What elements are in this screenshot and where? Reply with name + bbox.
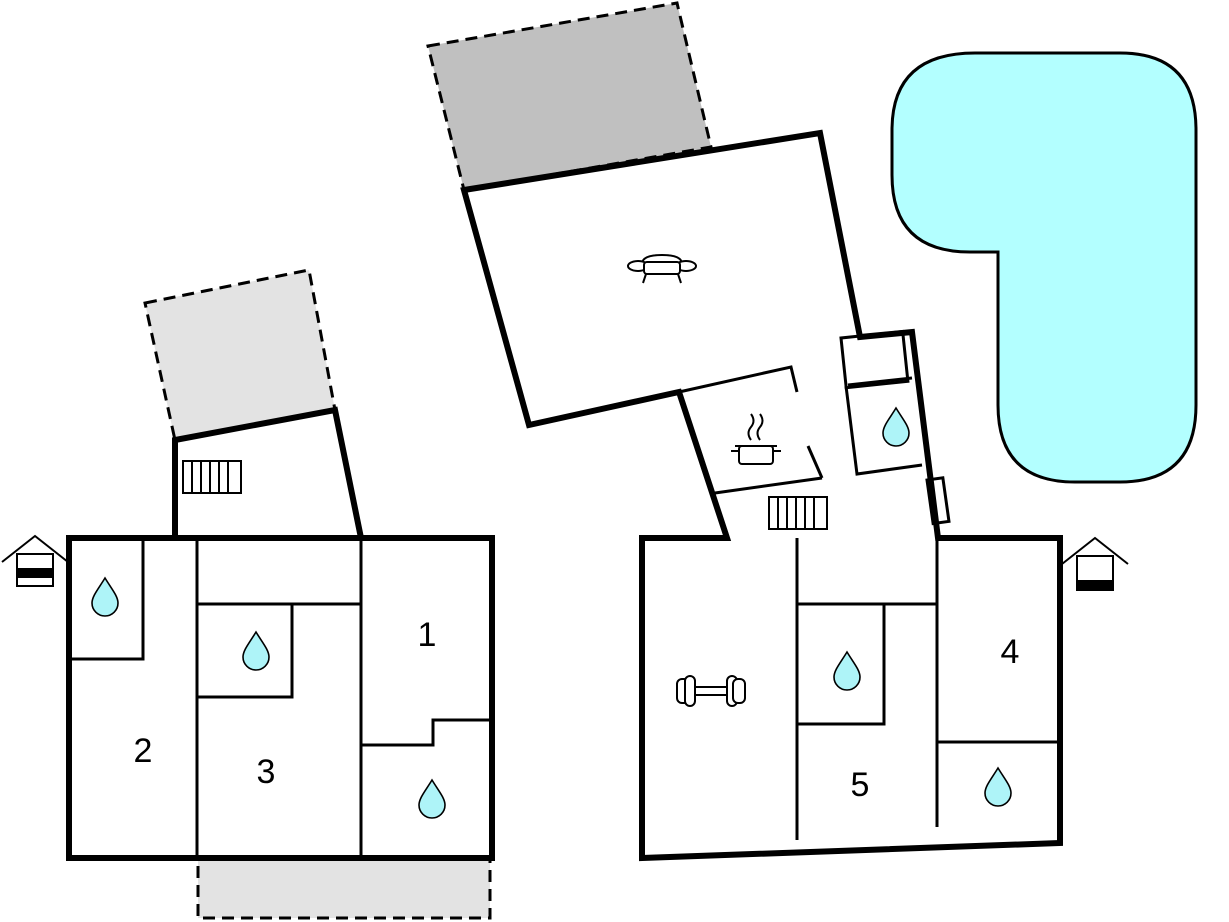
water-drop-icon xyxy=(418,779,446,819)
room-1-label: 1 xyxy=(418,616,437,654)
house-entrance-icon xyxy=(1061,536,1129,591)
sofa-icon xyxy=(627,253,697,284)
room-4-label: 4 xyxy=(1001,633,1020,671)
room-2-label: 2 xyxy=(134,732,153,770)
house-entrance-icon xyxy=(1,534,69,587)
left-building xyxy=(66,406,495,861)
water-drop-icon xyxy=(833,651,861,691)
staircase-icon xyxy=(182,460,242,494)
room-3-label: 3 xyxy=(257,753,276,791)
cooking-pot-icon xyxy=(731,413,781,465)
terrace-top xyxy=(426,1,713,192)
water-drop-icon xyxy=(984,767,1012,807)
water-drop-icon xyxy=(91,577,119,617)
terrace-bottom xyxy=(196,856,492,920)
right-building xyxy=(460,129,1063,862)
water-drop-icon xyxy=(882,407,910,447)
water-drop-icon xyxy=(242,631,270,671)
room-5-label: 5 xyxy=(851,766,870,804)
swimming-pool xyxy=(890,51,1198,484)
dumbbell-icon xyxy=(676,675,746,707)
staircase-icon xyxy=(768,496,828,530)
